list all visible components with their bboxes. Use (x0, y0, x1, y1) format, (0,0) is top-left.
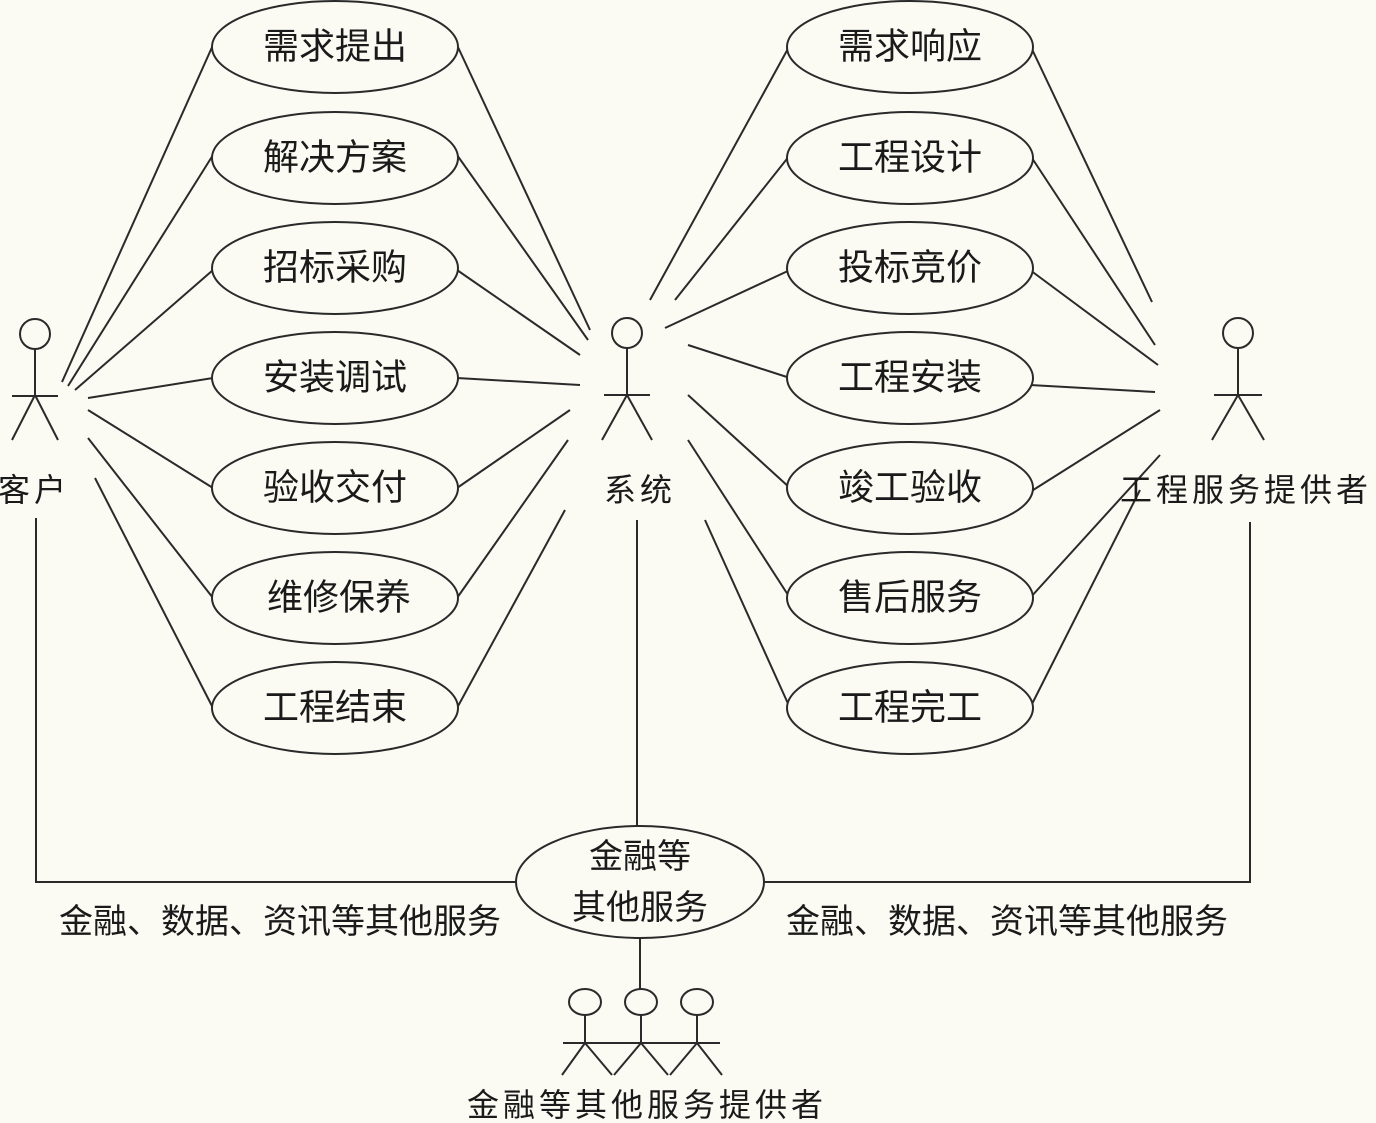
use-case-label: 需求提出 (263, 27, 407, 68)
use-case-label: 招标采购 (263, 248, 407, 289)
finance-service-line1: 金融等 (589, 837, 691, 877)
use-case: 售后服务 (786, 551, 1034, 645)
use-case: 安装调试 (211, 331, 459, 425)
use-case: 验收交付 (211, 441, 459, 535)
use-case: 维修保养 (211, 551, 459, 645)
finance-connectors (35, 518, 1251, 990)
use-case-label: 工程完工 (838, 688, 982, 729)
use-case: 解决方案 (211, 111, 459, 205)
use-case-label: 投标竞价 (838, 248, 982, 289)
finance-service-use-case: 金融等 其他服务 (515, 825, 765, 939)
finance-provider-actors-icon (561, 988, 723, 1076)
use-case-label: 工程设计 (838, 138, 982, 179)
use-case-label: 工程安装 (838, 358, 982, 399)
finance-provider-label: 金融等其他服务提供者 (467, 1086, 827, 1123)
use-case: 竣工验收 (786, 441, 1034, 535)
provider-associations (1029, 44, 1161, 709)
use-case-label: 验收交付 (263, 468, 407, 509)
use-case: 工程结束 (211, 661, 459, 755)
customer-associations (61, 44, 214, 709)
provider-label: 工程服务提供者 (1120, 471, 1372, 509)
system-right-associations (649, 44, 791, 709)
use-case: 需求提出 (211, 0, 459, 94)
use-case: 工程设计 (786, 111, 1034, 205)
left-service-label: 金融、数据、资讯等其他服务 (59, 902, 501, 942)
left-use-cases: 需求提出 解决方案 招标采购 安装调试 验收交付 维修保养 工程结束 (211, 0, 459, 755)
use-case-label: 解决方案 (263, 138, 407, 179)
customer-actor-icon (11, 318, 59, 441)
right-service-label: 金融、数据、资讯等其他服务 (786, 902, 1228, 942)
use-case: 工程完工 (786, 661, 1034, 755)
provider-actor-icon (1211, 317, 1265, 441)
system-label: 系统 (604, 471, 676, 509)
left-system-associations (456, 44, 591, 709)
use-case-label: 竣工验收 (838, 468, 982, 509)
use-case-label: 维修保养 (267, 578, 411, 619)
customer-label: 客户 (0, 471, 70, 509)
system-actor-icon (601, 317, 653, 441)
use-case: 投标竞价 (786, 221, 1034, 315)
use-case-label: 需求响应 (838, 27, 982, 68)
finance-service-line2: 其他服务 (572, 888, 708, 928)
use-case-label: 安装调试 (263, 358, 407, 399)
use-case-label: 工程结束 (263, 688, 407, 729)
use-case: 招标采购 (211, 221, 459, 315)
right-use-cases: 需求响应 工程设计 投标竞价 工程安装 竣工验收 售后服务 工程完工 (786, 0, 1034, 755)
use-case-label: 售后服务 (838, 578, 982, 619)
use-case: 工程安装 (786, 331, 1034, 425)
use-case: 需求响应 (786, 0, 1034, 94)
